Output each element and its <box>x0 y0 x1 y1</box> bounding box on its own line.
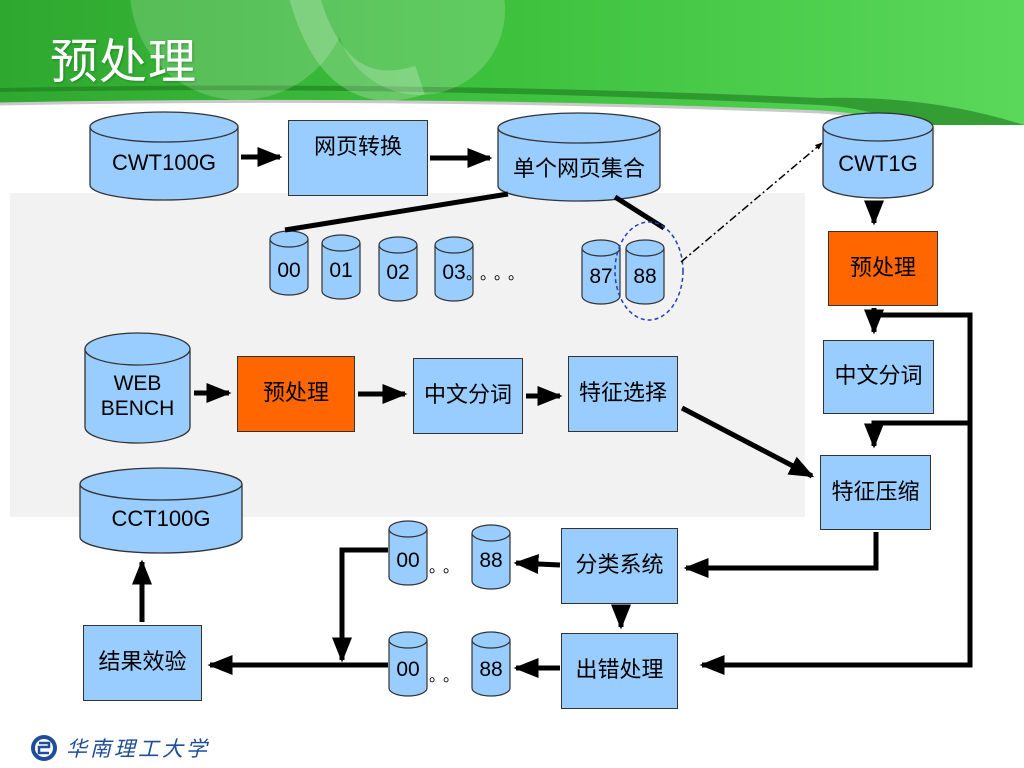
webbench-database: WEB BENCH <box>84 332 191 444</box>
shard-label: 01 <box>329 259 353 282</box>
classify-system-box: 分类系统 <box>561 528 678 604</box>
footer: 华南理工大学 <box>30 730 210 766</box>
result-check-label: 结果效验 <box>98 650 187 676</box>
highlight-ellipse-shard-88 <box>614 221 684 321</box>
segmentation-right-label: 中文分词 <box>834 364 923 390</box>
error-handling-box: 出错处理 <box>561 633 678 709</box>
preprocess-right-box: 预处理 <box>828 231 938 306</box>
feature-compress-box: 特征压缩 <box>820 455 931 530</box>
shard-label: 02 <box>386 261 410 284</box>
segmentation-mid-box: 中文分词 <box>413 358 523 434</box>
shard-88: 88 <box>625 239 665 305</box>
classify-shard-first: 00 <box>388 520 428 586</box>
shard-01: 01 <box>321 234 361 300</box>
cwt100g-label: CWT100G <box>112 150 216 175</box>
error-shard-first: 00 <box>388 631 428 697</box>
arrow-classify-to-shards <box>513 554 561 575</box>
shard-label: 88 <box>479 549 503 572</box>
shard-ellipsis: 。。。。 <box>466 264 531 283</box>
feature-compress-label: 特征压缩 <box>831 479 920 505</box>
webbench-label: WEB BENCH <box>85 371 190 421</box>
segmentation-mid-label: 中文分词 <box>423 383 512 409</box>
shard-03: 03 <box>434 236 474 302</box>
single-web-set-database: 单个网页集合 <box>497 112 661 202</box>
shard-label: 03 <box>442 261 466 284</box>
arrow-to-feature-compress <box>864 420 970 449</box>
shard-label: 88 <box>633 265 657 288</box>
connector-set-to-shards <box>284 191 509 233</box>
preprocess-right-label: 预处理 <box>849 255 916 281</box>
classify-shard-last: 88 <box>471 524 511 590</box>
arrow-compress-to-classify <box>683 532 879 578</box>
university-name: 华南理工大学 <box>66 737 210 761</box>
web-convert-label: 网页转换 <box>313 135 402 160</box>
classify-shard-ellipsis: 。。 <box>429 557 466 576</box>
error-handling-label: 出错处理 <box>575 658 664 684</box>
shard-00: 00 <box>269 230 309 296</box>
dashed-link-to-cwt1g <box>680 142 823 263</box>
feature-select-label: 特征选择 <box>578 381 667 407</box>
shard-label: 00 <box>396 658 420 681</box>
shard-label: 00 <box>396 549 420 572</box>
web-convert-box: 网页转换 <box>288 120 428 196</box>
webbench-line-2: BENCH <box>100 397 175 421</box>
feature-select-box: 特征选择 <box>568 356 678 432</box>
classify-system-label: 分类系统 <box>575 553 664 579</box>
cwt100g-database: CWT100G <box>89 111 239 201</box>
error-shard-last: 88 <box>471 631 511 697</box>
cwt1g-label: CWT1G <box>838 151 918 176</box>
shard-label: 88 <box>479 658 503 681</box>
segmentation-right-box: 中文分词 <box>823 340 934 414</box>
page-title: 预处理 <box>50 34 198 90</box>
single-web-set-label: 单个网页集合 <box>512 157 645 182</box>
shard-label: 87 <box>589 265 613 288</box>
shard-87: 87 <box>581 239 621 305</box>
university-emblem-icon <box>31 735 57 761</box>
preprocess-mid-box: 预处理 <box>237 356 355 432</box>
preprocess-mid-label: 预处理 <box>262 381 329 407</box>
arrow-classify-shards-down <box>332 547 388 663</box>
cct100g-label: CCT100G <box>111 506 211 531</box>
error-shard-ellipsis: 。。 <box>429 666 466 685</box>
arrow-feature-select-to-compress <box>680 405 815 479</box>
cct100g-database: CCT100G <box>79 467 243 554</box>
cwt1g-database: CWT1G <box>822 112 934 199</box>
shard-02: 02 <box>378 236 418 302</box>
arrow-loop-to-error-handling <box>699 312 973 675</box>
result-check-box: 结果效验 <box>83 625 202 701</box>
shard-label: 00 <box>277 259 301 282</box>
webbench-line-1: WEB <box>113 372 162 395</box>
